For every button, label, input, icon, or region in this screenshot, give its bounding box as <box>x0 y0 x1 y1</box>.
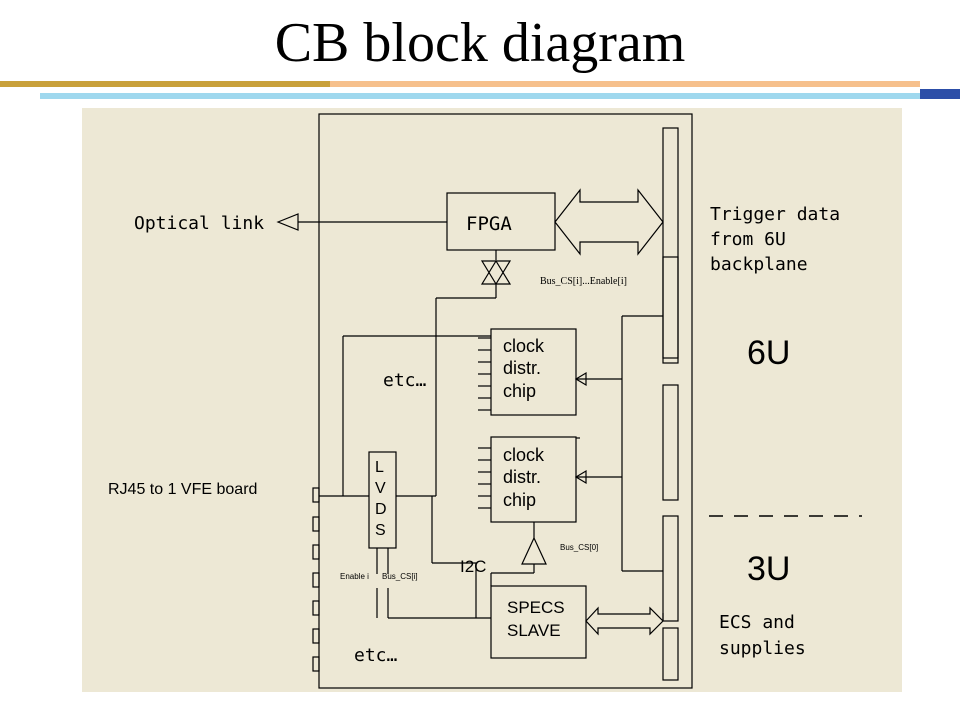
rj45-stub-4 <box>312 572 320 588</box>
rj45-stub-3 <box>312 544 320 560</box>
bus-cs0-label: Bus_CS[0] <box>560 543 598 552</box>
clock-chip-2-line-2: distr. <box>503 467 541 487</box>
etc-label-lower: etc… <box>354 645 398 666</box>
slide-title: CB block diagram <box>274 12 686 74</box>
trigger-data-line-1: Trigger data <box>710 204 840 225</box>
clock-chip-box-1 <box>490 328 577 416</box>
clock-arrow-2 <box>574 469 587 485</box>
clock-chip-2-line-1: clock <box>503 445 545 465</box>
clock-chip-2-line-3: chip <box>503 490 536 510</box>
clock-chip-1-line-2: distr. <box>503 358 541 378</box>
enable-i-label: Enable i <box>340 572 369 581</box>
lvds-box <box>368 451 397 549</box>
rj45-stub-7 <box>312 656 320 672</box>
i2c-label: I2C <box>460 557 486 576</box>
connector-top <box>662 127 679 359</box>
board-outline <box>318 113 693 689</box>
bus-cs-i-label: Bus_CS[i] <box>382 572 418 581</box>
title-bar-blue <box>920 89 960 99</box>
optical-link-label: Optical link <box>134 213 264 234</box>
clock-arrow-1 <box>574 371 587 387</box>
trigger-data-line-3: backplane <box>710 254 808 275</box>
clock-chip-1-line-3: chip <box>503 381 536 401</box>
specs-line-1: SPECS <box>507 598 565 617</box>
connector-2 <box>662 256 679 364</box>
ecs-line-2: supplies <box>719 638 806 659</box>
bus-cs-enable-label: Bus_CS[i]...Enable[i] <box>540 276 627 287</box>
title-bar-peach <box>330 81 920 87</box>
connector-5 <box>662 627 679 681</box>
connector-3 <box>662 384 679 501</box>
title-bar-cyan <box>40 93 920 99</box>
trigger-data-line-2: from 6U <box>710 229 786 250</box>
lvds-letter-s: S <box>375 522 386 539</box>
specs-slave-box <box>490 585 587 659</box>
diagram-background <box>82 108 902 692</box>
three-u-label: 3U <box>747 550 790 588</box>
rj45-stub-5 <box>312 600 320 616</box>
rj45-stub-1 <box>312 487 320 503</box>
lvds-letter-v: V <box>375 480 386 497</box>
rj45-stub-2 <box>312 516 320 532</box>
clock-chip-1-line-1: clock <box>503 336 545 356</box>
title-bar-gold <box>0 81 330 87</box>
lvds-letter-d: D <box>375 501 387 518</box>
lvds-letter-l: L <box>375 459 384 476</box>
rj45-stub-6 <box>312 628 320 644</box>
trigger-double-arrow <box>554 188 664 256</box>
optical-link-arrow <box>276 213 299 231</box>
rj45-label: RJ45 to 1 VFE board <box>108 481 257 498</box>
etc-label-upper: etc… <box>383 370 427 391</box>
ecs-line-1: ECS and <box>719 612 795 633</box>
connector-4 <box>662 515 679 622</box>
fpga-label: FPGA <box>466 213 512 235</box>
block-diagram: FPGA Optical link Trigger data from 6U b… <box>82 108 902 692</box>
six-u-label: 6U <box>747 334 790 372</box>
specs-line-2: SLAVE <box>507 621 561 640</box>
